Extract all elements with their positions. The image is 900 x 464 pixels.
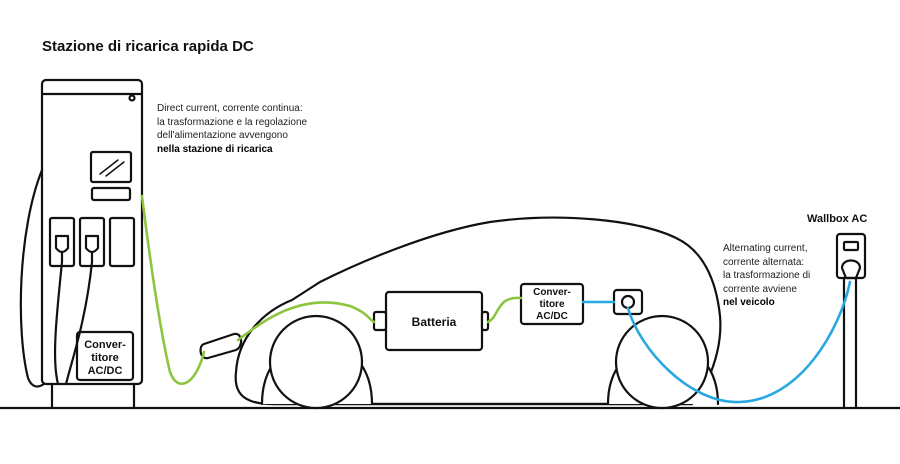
indicator-icon — [128, 94, 136, 102]
station-screen — [89, 150, 133, 184]
car-body — [234, 216, 722, 406]
charge-port-socket — [620, 294, 636, 310]
wallbox-body — [835, 232, 867, 280]
card-slot — [90, 186, 132, 202]
screen-reflection — [105, 161, 125, 177]
car-converter-box — [519, 282, 585, 326]
connector-holder — [108, 216, 136, 268]
station-cable — [19, 168, 46, 388]
station-converter-box — [75, 330, 135, 382]
dc-description: Direct current, corrente continua: la tr… — [157, 103, 308, 155]
battery-terminal — [480, 310, 490, 332]
car-converter-label: Conver- titore AC/DC — [533, 287, 571, 322]
station-cable — [53, 260, 64, 386]
wallbox-display — [842, 240, 860, 252]
ac-cable — [581, 280, 852, 404]
front-wheel — [268, 314, 364, 410]
battery-terminal — [372, 310, 388, 332]
station-body — [40, 78, 144, 386]
diagram-title: Stazione di ricarica rapida DC — [42, 38, 254, 55]
screen-reflection — [99, 159, 119, 175]
battery-label: Batteria — [411, 315, 457, 329]
ac-wallbox — [835, 232, 867, 410]
wallbox-plug-icon — [840, 259, 862, 280]
dc-plug — [199, 332, 243, 360]
rear-wheel — [614, 314, 710, 410]
wallbox-title: Wallbox AC — [807, 213, 868, 225]
plug-icon — [54, 234, 70, 254]
station-converter-label: Conver- titore AC/DC — [84, 339, 126, 377]
dc-cable-plug-to-battery — [236, 301, 376, 342]
dc-charging-station — [19, 78, 144, 410]
plug-icon — [84, 234, 100, 254]
ac-description: Alternating current, corrente alternata:… — [723, 243, 811, 308]
dc-cable-battery-to-converter — [486, 296, 523, 324]
ac-cable-wallbox-to-car — [626, 280, 852, 404]
dc-cable — [140, 194, 523, 385]
dc-cable-station-to-car — [140, 194, 206, 385]
station-cable — [64, 260, 94, 386]
car — [199, 216, 722, 410]
